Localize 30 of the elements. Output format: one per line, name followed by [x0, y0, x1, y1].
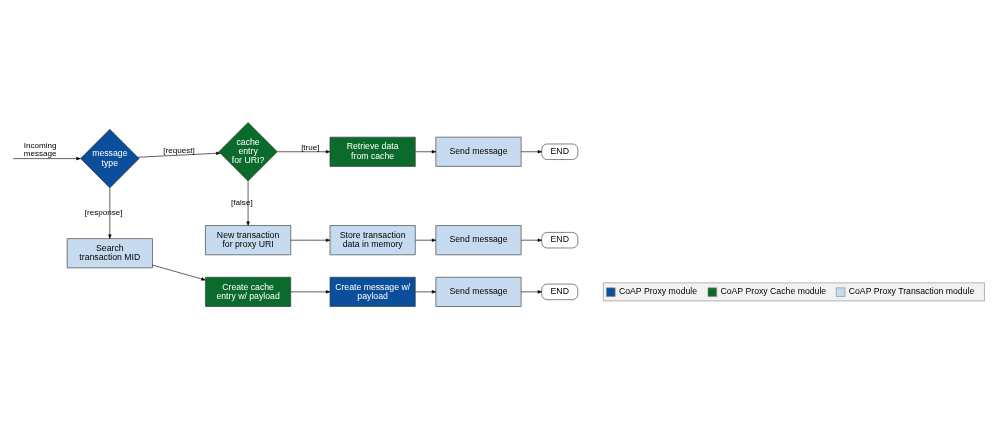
- node-box: END: [541, 143, 579, 160]
- arrow: [12, 156, 81, 160]
- arrow: [520, 149, 542, 153]
- arrow: [137, 151, 221, 158]
- arrow: [108, 187, 112, 239]
- arrow: [415, 149, 437, 153]
- node-box: Create message w/ payload: [329, 276, 416, 307]
- node-box: Search transaction MID: [66, 237, 153, 268]
- node-box: Store transaction data in memory: [329, 224, 416, 255]
- node-box: Send message: [435, 136, 522, 167]
- node-diamond: message type: [80, 128, 140, 188]
- node-box: END: [541, 231, 579, 248]
- arrow: [520, 289, 542, 293]
- node-box: Create cache entry w/ payload: [205, 276, 292, 307]
- legend-label: CoAP Proxy Cache module: [720, 285, 827, 296]
- arrow: [290, 289, 331, 293]
- arrow: [415, 289, 437, 293]
- node-box: Retrieve data from cache: [329, 136, 416, 167]
- arrow: [520, 238, 542, 242]
- arrow: [152, 264, 206, 281]
- arrow: [246, 180, 250, 226]
- arrow: [290, 238, 331, 242]
- node-box: Send message: [435, 224, 522, 255]
- legend-label: CoAP Proxy Transaction module: [848, 285, 975, 296]
- arrow: [415, 238, 437, 242]
- node-box: New transaction for proxy URI: [205, 224, 292, 255]
- node-box: END: [541, 283, 579, 300]
- legend-label: CoAP Proxy module: [618, 285, 698, 296]
- node-box: Send message: [435, 276, 522, 307]
- arrow: [277, 149, 331, 153]
